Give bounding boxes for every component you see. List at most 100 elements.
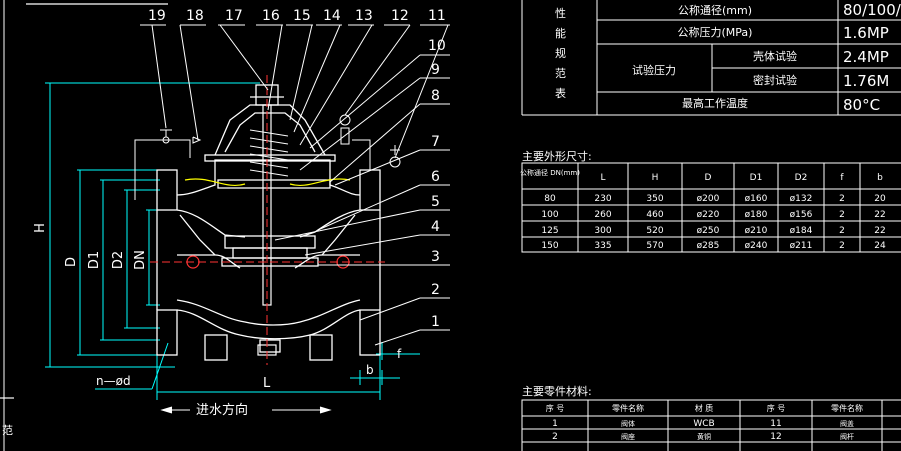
dims-cell: 125 <box>541 226 558 236</box>
dims-table-headers: L H D D1 D2 f b <box>600 173 883 183</box>
part-number: 11 <box>428 8 446 24</box>
dim-b-label: b <box>366 363 374 377</box>
perf-max-temp-label: 最高工作温度 <box>682 96 748 110</box>
parts-header-cell: 零件名称 <box>831 403 863 413</box>
dims-cell: 20 <box>874 194 886 204</box>
dims-cell: 24 <box>874 241 886 251</box>
dims-cell: 100 <box>541 210 558 220</box>
performance-table-values: 80/100/12 1.6MP 2.4MP 1.76M 80°C <box>843 1 901 114</box>
parts-cell: 黄铜 <box>697 432 711 441</box>
valve-section-drawing <box>0 0 450 451</box>
perf-nominal-pressure-label: 公称压力(MPa) <box>678 25 753 39</box>
dim-d-label: D <box>64 257 79 267</box>
flow-direction-label: 进水方向 <box>196 402 248 418</box>
dims-cell: 300 <box>594 226 611 236</box>
dims-header-cell: D2 <box>795 173 808 183</box>
parts-cell: WCB <box>693 419 714 429</box>
dims-cell: ø285 <box>697 241 720 251</box>
dims-cell: 22 <box>874 226 885 236</box>
part-number-labels: 19 18 17 16 15 14 13 12 11 10 9 8 7 6 5 … <box>148 8 446 330</box>
part-number: 2 <box>431 282 440 298</box>
parts-cell: 12 <box>770 432 781 442</box>
perf-nominal-size-label: 公称通径(mm) <box>678 3 752 17</box>
diaphragm <box>184 178 351 186</box>
centerlines <box>150 75 385 365</box>
part-number: 13 <box>355 8 373 24</box>
dims-cell: ø240 <box>745 241 768 251</box>
dims-table <box>521 162 901 253</box>
part-number: 15 <box>293 8 311 24</box>
bolt-holes <box>186 255 350 269</box>
dims-header-cell: D <box>705 173 712 183</box>
performance-table <box>521 0 901 116</box>
parts-header-cell: 材 质 <box>695 403 714 413</box>
dims-cell: 2 <box>839 241 845 251</box>
dims-table-title: 主要外形尺寸: <box>522 149 592 163</box>
dims-cell: 230 <box>594 194 611 204</box>
dims-table-corner: 公称通径 DN(mm) <box>520 168 580 177</box>
part-number: 9 <box>431 62 440 78</box>
dim-d2-label: D2 <box>111 251 126 269</box>
dims-header-cell: L <box>600 173 605 183</box>
part-number: 4 <box>431 219 440 235</box>
dims-corner-label: 公称通径 DN(mm) <box>520 168 580 177</box>
parts-header-cell: 序 号 <box>546 403 565 413</box>
dims-cell: ø211 <box>790 241 813 251</box>
parts-table-rows: 1 阀体 WCB 11 阀盖 2 阀座 黄铜 12 阀杆 <box>552 419 854 442</box>
dims-header-cell: D1 <box>750 173 763 183</box>
parts-cell: 阀盖 <box>840 419 854 428</box>
dims-cell: ø210 <box>745 226 768 236</box>
dim-f-label: f <box>397 347 402 361</box>
parts-table-title: 主要零件材料: <box>522 384 592 398</box>
dim-l-label: L <box>263 376 271 391</box>
part-number: 8 <box>431 88 440 104</box>
dims-cell: 460 <box>646 210 663 220</box>
parts-cell: 1 <box>552 419 558 429</box>
perf-side-char: 规 <box>555 46 566 60</box>
dim-h-lines <box>45 82 260 368</box>
dims-header-cell: H <box>652 173 659 183</box>
dims-cell: 150 <box>541 241 558 251</box>
parts-cell: 阀座 <box>621 432 635 441</box>
dims-cell: ø160 <box>745 194 768 204</box>
dims-cell: 570 <box>646 241 663 251</box>
dims-cell: 335 <box>594 241 611 251</box>
parts-cell: 阀体 <box>621 419 635 428</box>
parts-header-cell: 零件名称 <box>612 403 644 413</box>
performance-table-text: 性 能 规 范 表 公称通径(mm) 公称压力(MPa) 试验压力 壳体试验 密… <box>555 3 797 110</box>
dims-cell: ø156 <box>790 210 813 220</box>
part-number: 12 <box>391 8 409 24</box>
part-number: 1 <box>431 314 440 330</box>
part-number: 5 <box>431 194 440 210</box>
perf-seal-test-value: 1.76M <box>843 72 889 90</box>
parts-cell: 阀杆 <box>840 432 854 441</box>
edge-char: 范 <box>2 423 13 437</box>
part-number: 14 <box>323 8 341 24</box>
dim-d1-label: D1 <box>87 251 102 269</box>
parts-cell: 2 <box>552 432 558 442</box>
perf-nominal-pressure-value: 1.6MP <box>843 24 889 42</box>
part-number: 17 <box>225 8 243 24</box>
perf-side-char: 表 <box>555 86 566 100</box>
dims-header-cell: b <box>877 173 883 183</box>
part-number: 10 <box>428 38 446 54</box>
dims-cell: 22 <box>874 210 885 220</box>
dims-cell: ø184 <box>790 226 813 236</box>
dims-cell: 80 <box>544 194 556 204</box>
part-number: 19 <box>148 8 166 24</box>
dims-cell: ø200 <box>697 194 720 204</box>
perf-nominal-size-value: 80/100/12 <box>843 1 901 19</box>
dim-h-label: H <box>33 223 48 233</box>
dim-diameter-lines <box>77 169 160 356</box>
parts-header-cell: 序 号 <box>767 403 786 413</box>
dimension-labels: H D D1 D2 DN L b f n—ød <box>33 223 402 391</box>
dims-cell: ø180 <box>745 210 768 220</box>
part-number: 18 <box>186 8 204 24</box>
dims-cell: 520 <box>646 226 663 236</box>
perf-side-char: 范 <box>555 66 566 80</box>
dims-cell: 350 <box>646 194 663 204</box>
perf-test-pressure-label: 试验压力 <box>632 63 676 77</box>
dims-cell: 260 <box>594 210 611 220</box>
dims-cell: ø132 <box>790 194 813 204</box>
dim-dn-label: DN <box>133 250 148 270</box>
